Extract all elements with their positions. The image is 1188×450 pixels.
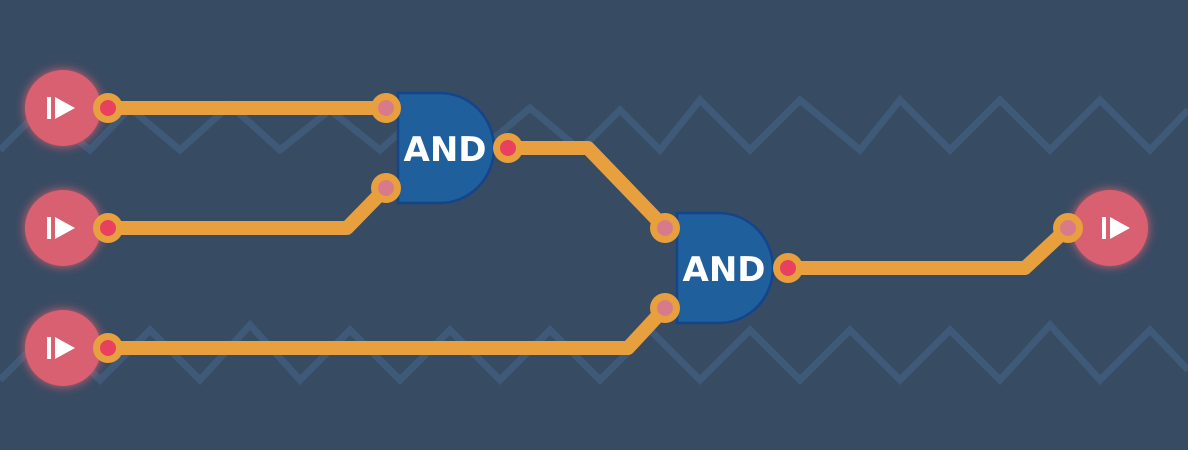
and-gate-1-label: AND xyxy=(404,130,487,170)
pins xyxy=(93,93,1083,363)
play-step-icon xyxy=(47,337,75,359)
output-1-input-pin[interactable] xyxy=(1053,213,1083,243)
and-gate-2[interactable]: AND xyxy=(675,211,775,325)
input-node-1[interactable] xyxy=(25,70,101,146)
input-node-3[interactable] xyxy=(25,310,101,386)
background-zigzag-lower xyxy=(0,319,1188,386)
and-gate-1-input-pin-a[interactable] xyxy=(371,93,401,123)
and-gate-1-input-pin-b[interactable] xyxy=(371,173,401,203)
play-step-icon xyxy=(47,217,75,239)
wire-input3-to-and2[interactable] xyxy=(101,301,672,355)
and-gate-2-input-pin-b[interactable] xyxy=(650,293,680,323)
play-step-icon xyxy=(1102,217,1130,239)
and-gate-2-input-pin-a[interactable] xyxy=(650,213,680,243)
wire-input2-to-and1[interactable] xyxy=(101,181,393,235)
and-gate-1-output-pin[interactable] xyxy=(493,133,523,163)
wires xyxy=(101,101,1075,355)
input-3-output-pin[interactable] xyxy=(93,333,123,363)
play-step-icon xyxy=(47,97,75,119)
input-2-output-pin[interactable] xyxy=(93,213,123,243)
wire-and1-to-and2[interactable] xyxy=(501,141,672,235)
and-gate-2-label: AND xyxy=(683,250,766,290)
and-gate-1[interactable]: AND xyxy=(396,91,496,205)
background-zigzag-upper xyxy=(0,94,1188,156)
output-node-1[interactable] xyxy=(1072,190,1148,266)
wire-and2-to-output[interactable] xyxy=(781,221,1075,275)
input-node-2[interactable] xyxy=(25,190,101,266)
and-gate-2-output-pin[interactable] xyxy=(773,253,803,283)
input-1-output-pin[interactable] xyxy=(93,93,123,123)
